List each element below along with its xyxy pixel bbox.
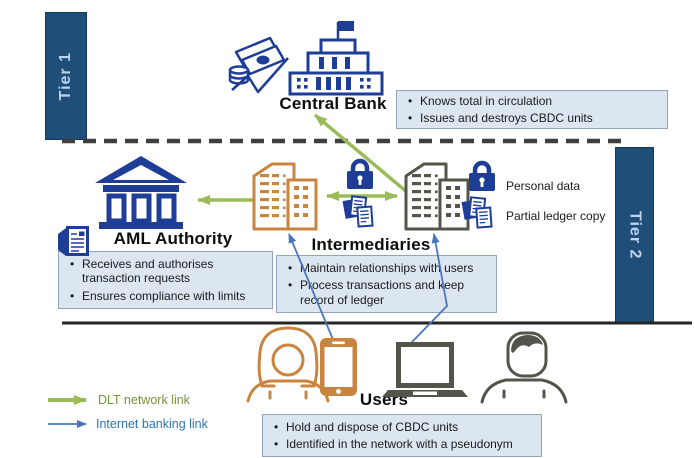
note-bullet: Knows total in circulation xyxy=(403,94,661,108)
laptop-icon xyxy=(382,342,468,397)
bullet-dot xyxy=(65,257,82,286)
tier1-label: Tier 1 xyxy=(57,51,74,101)
bullet-dot xyxy=(283,278,300,307)
tier2-bar: Tier 2 xyxy=(615,147,654,324)
note-text: Process transactions and keep record of … xyxy=(300,278,465,307)
note-bullet: Maintain relationships with users xyxy=(283,261,490,275)
note-bullet: Ensures compliance with limits xyxy=(65,289,266,303)
note-bullet: Hold and dispose of CBDC units xyxy=(269,420,535,434)
note-text: Issues and destroys CBDC units xyxy=(420,111,593,125)
intermediaries-label: Intermediaries xyxy=(311,235,431,254)
note-text: Identified in the network with a pseudon… xyxy=(286,437,513,451)
intermediary-buildings-gray-icon xyxy=(404,162,470,231)
note-text: Knows total in circulation xyxy=(420,93,553,108)
bullet-dot xyxy=(65,289,82,303)
aml-authority-label: AML Authority xyxy=(113,229,233,248)
woman-icon xyxy=(246,326,330,403)
central-bank-label: Central Bank xyxy=(279,94,387,113)
money-icon xyxy=(228,36,289,94)
note-text: Ensures compliance with limits xyxy=(82,288,246,303)
bullet-dot xyxy=(269,420,286,434)
personal-data-label: Personal data xyxy=(506,179,581,193)
intermediary-buildings-orange-icon xyxy=(252,162,318,231)
bullet-dot xyxy=(269,437,286,451)
users-label: Users xyxy=(359,390,409,409)
note-text: Hold and dispose of CBDC units xyxy=(286,419,459,434)
bullet-dot xyxy=(283,261,300,275)
central-bank-building-icon xyxy=(288,21,384,96)
internet-banking-link-label: Internet banking link xyxy=(96,417,208,431)
partial-ledger-copy-label: Partial ledger copy xyxy=(506,209,606,223)
note-bullet: Identified in the network with a pseudon… xyxy=(269,437,535,451)
lock-icon xyxy=(347,161,373,189)
note-bullet: Receives and authorises transaction requ… xyxy=(65,257,266,286)
central-bank-notes-box: Knows total in circulation Issues and de… xyxy=(396,90,668,129)
users-notes-box: Hold and dispose of CBDC units Identifie… xyxy=(262,414,542,457)
note-bullet: Issues and destroys CBDC units xyxy=(403,111,661,125)
note-text: Maintain relationships with users xyxy=(300,260,474,275)
tier1-bar: Tier 1 xyxy=(45,12,87,140)
aml-bank-icon xyxy=(95,156,187,229)
tier2-label: Tier 2 xyxy=(626,211,644,260)
ledger-documents-icon xyxy=(341,195,374,228)
ledger-documents-icon xyxy=(460,196,493,229)
intermediaries-notes-box: Maintain relationships with users Proces… xyxy=(276,255,497,313)
lock-icon xyxy=(469,163,495,191)
smartphone-icon xyxy=(320,338,357,396)
man-icon xyxy=(480,331,568,404)
aml-authority-notes-box: Receives and authorises transaction requ… xyxy=(58,251,273,309)
note-bullet: Process transactions and keep record of … xyxy=(283,278,490,307)
dlt-network-link-label: DLT network link xyxy=(98,393,190,407)
note-text: Receives and authorises transaction requ… xyxy=(82,256,214,286)
